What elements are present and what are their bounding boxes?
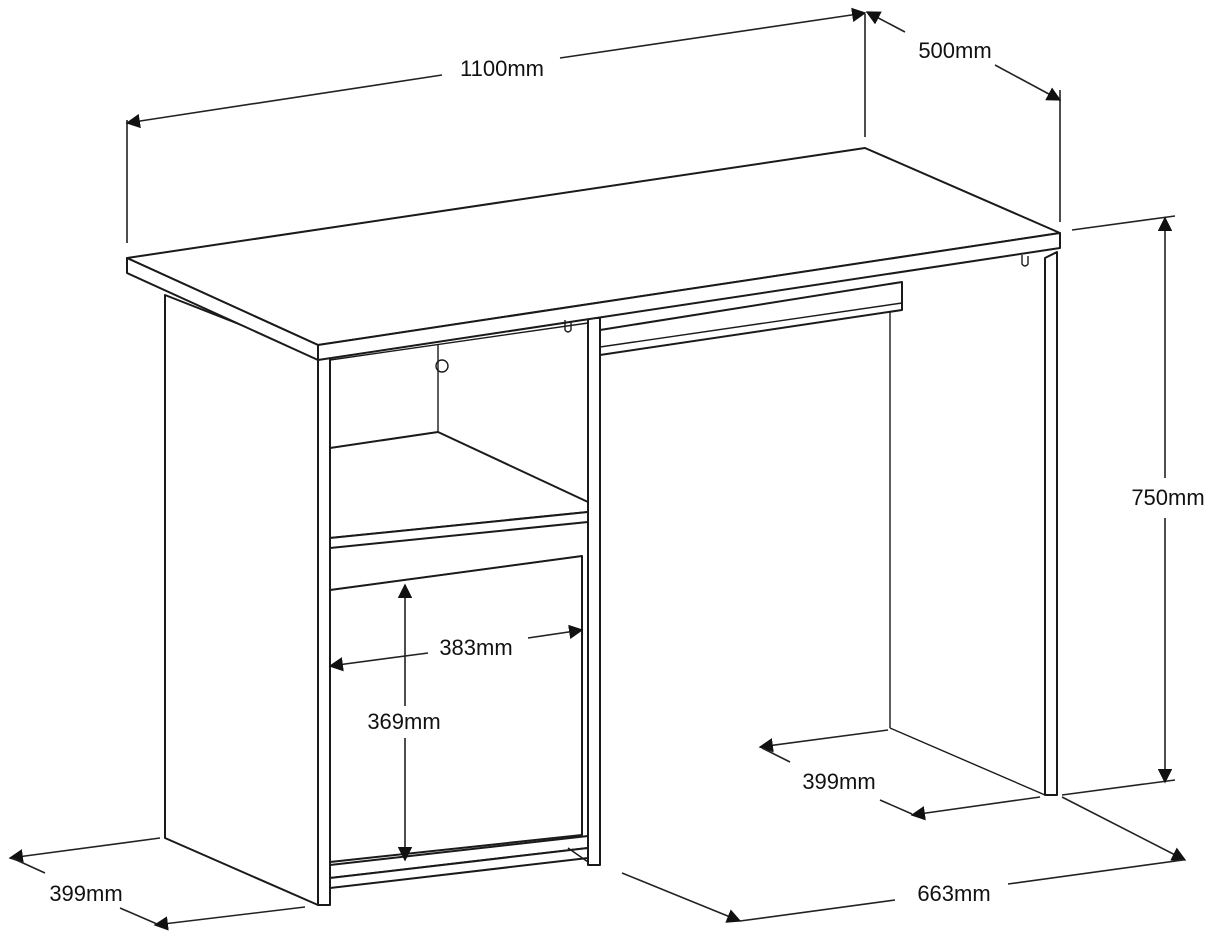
dim-left-leg-depth — [8, 837, 306, 931]
dim-top-width — [125, 7, 867, 243]
desktop-top — [126, 147, 1061, 361]
shelf-compartment — [329, 345, 589, 549]
dimension-lines — [8, 7, 1187, 931]
label-door-height: 369mm — [367, 709, 440, 734]
dim-right-leg-depth — [758, 729, 1041, 821]
right-leg-panel — [889, 251, 1058, 796]
label-top-width: 1100mm — [460, 56, 544, 81]
left-side-panel — [164, 294, 319, 906]
desk-drawing — [126, 147, 1061, 906]
dimension-labels: 1100mm 500mm 750mm 383mm 369mm 399mm 399… — [49, 38, 1204, 906]
label-height: 750mm — [1131, 485, 1204, 510]
dim-drawer-width — [328, 624, 584, 672]
pedestal-plinth — [329, 835, 589, 889]
label-drawer-width: 383mm — [439, 635, 512, 660]
dim-right-frame-depth — [621, 796, 1187, 923]
label-left-leg-depth: 399mm — [49, 881, 122, 906]
dim-height — [1061, 215, 1176, 796]
desk-drawer — [599, 281, 903, 356]
label-right-leg-depth: 399mm — [802, 769, 875, 794]
label-right-frame-depth: 663mm — [917, 881, 990, 906]
label-top-depth: 500mm — [918, 38, 991, 63]
pedestal-door — [329, 555, 583, 863]
dim-top-depth — [865, 11, 1062, 222]
